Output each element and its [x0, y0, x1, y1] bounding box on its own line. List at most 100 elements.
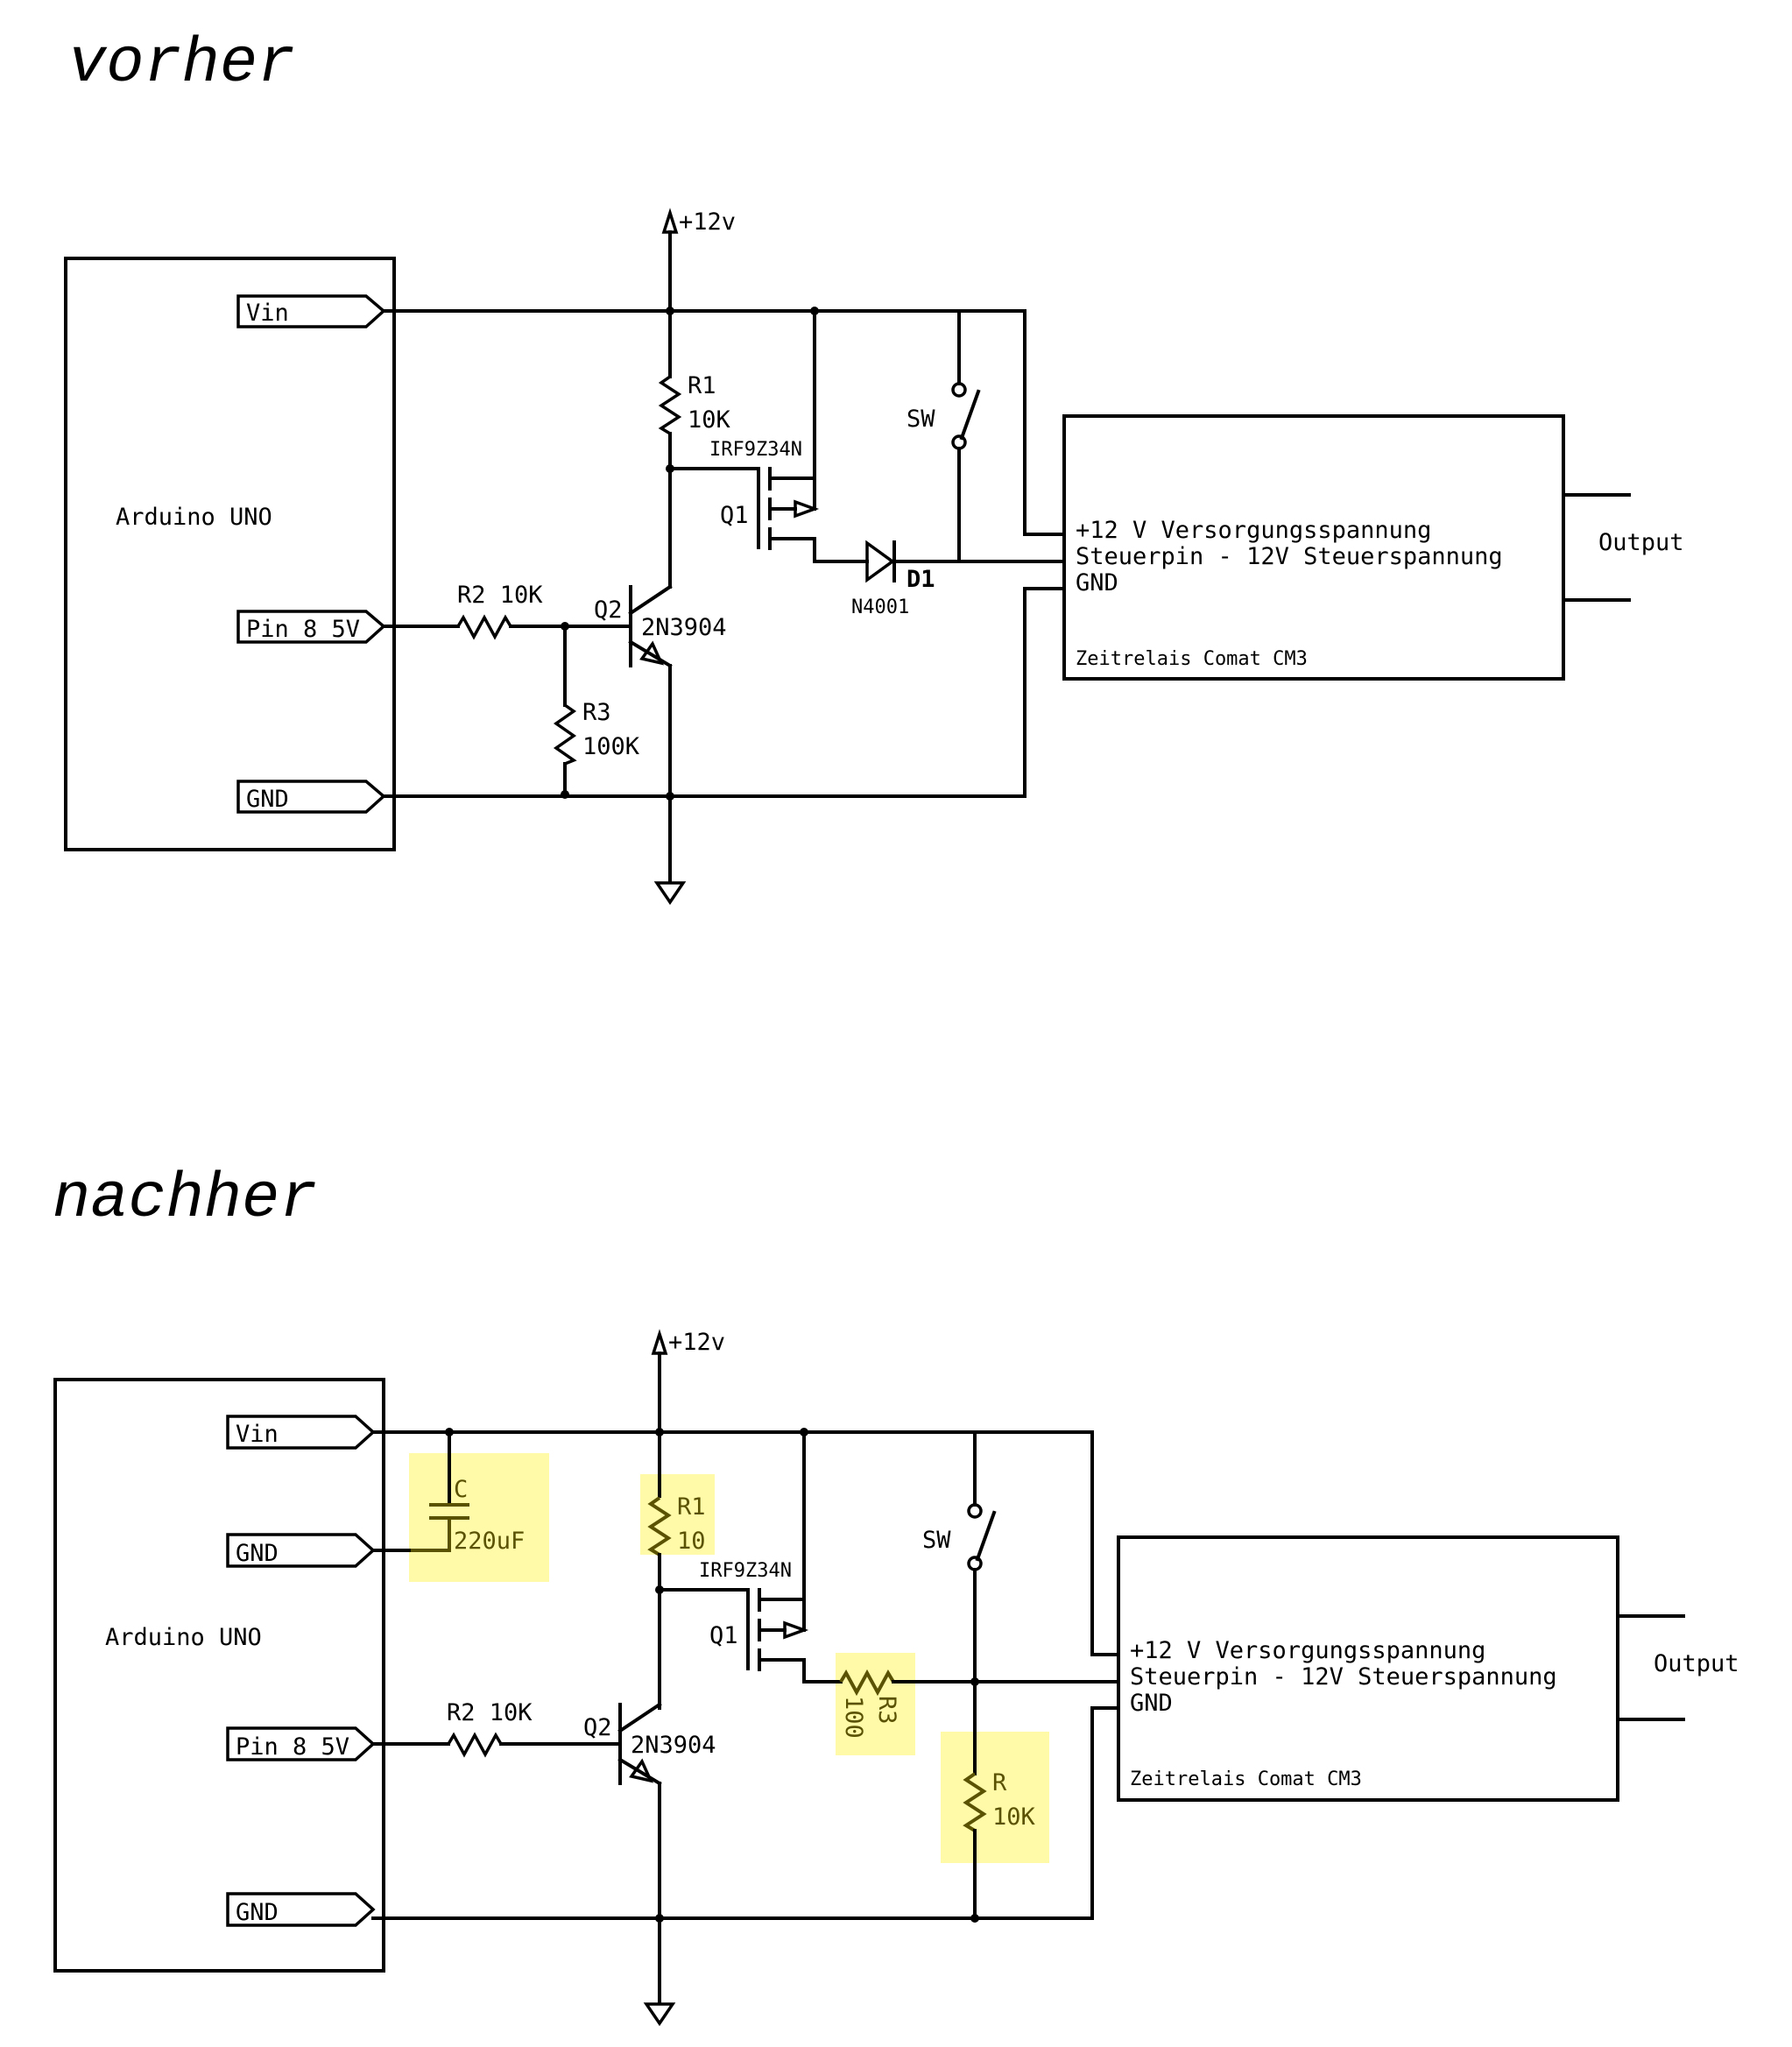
- arduino-box: [53, 1378, 385, 1973]
- sw-label: SW: [922, 1527, 951, 1554]
- relay-box: [1062, 414, 1565, 681]
- port-vin-label: Vin: [236, 1421, 279, 1448]
- ground-icon: [653, 881, 687, 906]
- switch-contact: [967, 1503, 983, 1519]
- ground-icon: [643, 2002, 676, 2027]
- q1-gate: [668, 467, 760, 549]
- schematic-after: nachher Arduino UNO Vin GND Pin 8 5V GND…: [53, 1163, 1739, 2027]
- relay-line-2: Steuerpin - 12V Steuerspannung: [1130, 1663, 1557, 1691]
- supply-label: +12v: [668, 1329, 725, 1356]
- port-pin8-label: Pin 8 5V: [236, 1733, 349, 1761]
- junction: [970, 1914, 979, 1923]
- q1-arrow-icon: [783, 1620, 809, 1640]
- supply-label: +12v: [679, 208, 736, 236]
- supply-arrow-icon: [651, 1329, 668, 1355]
- sw-label: SW: [907, 406, 935, 433]
- q1-arrow-icon: [794, 499, 820, 519]
- switch-lever: [959, 389, 981, 441]
- r-name: R: [992, 1769, 1007, 1796]
- port-pin8: [226, 1726, 376, 1761]
- q1-drain-wire: [768, 537, 869, 563]
- q2-collector: [617, 1702, 662, 1733]
- resistor-r3: [553, 703, 577, 766]
- highlight-r1: [640, 1474, 715, 1555]
- output-label: Output: [1598, 529, 1684, 556]
- wire-relay-gnd: [1023, 587, 1066, 798]
- switch-contact: [951, 382, 967, 398]
- q2-emitter: [617, 1757, 662, 1786]
- q1-drain-wire: [758, 1658, 843, 1683]
- schematic-before: vorher Arduino UNO Vin Pin 8 5V GND +12v…: [64, 28, 1684, 906]
- relay-line-1: +12 V Versorgungsspannung: [1130, 1637, 1485, 1664]
- diode-d1-icon: [865, 540, 895, 583]
- arduino-box: [64, 257, 396, 851]
- port-pin8-label: Pin 8 5V: [246, 616, 360, 643]
- wire-relay-gnd: [1090, 1706, 1120, 1920]
- r3-value: 100K: [582, 733, 640, 760]
- highlight-r: [941, 1732, 1049, 1863]
- r3-name: R3: [873, 1696, 900, 1725]
- q1-name: Q1: [720, 502, 749, 529]
- section-title-after: nachher: [53, 1163, 317, 1235]
- wire-relay-supply: [1090, 1430, 1120, 1656]
- wire-relay-supply: [1023, 309, 1066, 536]
- q1-part: IRF9Z34N: [709, 439, 802, 461]
- r3-name: R3: [582, 699, 611, 726]
- resistor-r: [963, 1772, 987, 1832]
- d1-name: D1: [907, 566, 935, 593]
- port-vin: [226, 1415, 376, 1450]
- r3-value: 100: [840, 1696, 867, 1739]
- port-gnd: [226, 1892, 376, 1927]
- relay-name: Zeitrelais Comat CM3: [1130, 1768, 1362, 1790]
- wire: [409, 1518, 451, 1552]
- c-value: 220uF: [454, 1528, 525, 1555]
- supply-arrow-icon: [661, 208, 679, 234]
- output-label: Output: [1654, 1650, 1739, 1677]
- resistor-r3: [839, 1669, 895, 1697]
- r2-label: R2 10K: [457, 582, 543, 609]
- q1-name: Q1: [709, 1622, 738, 1649]
- c-name: C: [454, 1476, 468, 1503]
- q2-arrow-icon: [639, 640, 665, 666]
- resistor-r2: [447, 1732, 503, 1758]
- relay-line-3: GND: [1130, 1690, 1173, 1717]
- r2-name: R2: [457, 582, 486, 609]
- r1-value: 10K: [688, 406, 731, 434]
- resistor-r2: [456, 614, 512, 640]
- r1-value: 10: [677, 1528, 706, 1555]
- resistor-r1: [647, 1496, 672, 1556]
- port-gnd-label: GND: [236, 1899, 279, 1926]
- relay-line-3: GND: [1076, 569, 1118, 596]
- r2-value: 10K: [490, 1699, 533, 1726]
- r-value: 10K: [992, 1803, 1036, 1831]
- r2-label: R2 10K: [447, 1699, 533, 1726]
- highlight-r3: [836, 1653, 915, 1755]
- port-vin-label: Vin: [246, 300, 289, 327]
- port-gnd-label: GND: [246, 786, 289, 813]
- port-pin8: [236, 610, 386, 644]
- switch-contact: [951, 434, 967, 450]
- q2-part: 2N3904: [641, 614, 727, 641]
- relay-line-2: Steuerpin - 12V Steuerspannung: [1076, 543, 1503, 570]
- section-title-before: vorher: [68, 28, 295, 100]
- relay-name: Zeitrelais Comat CM3: [1076, 648, 1308, 670]
- q2-part: 2N3904: [631, 1732, 716, 1759]
- r1-name: R1: [677, 1493, 706, 1521]
- r2-name: R2: [447, 1699, 476, 1726]
- resistor-r1: [658, 375, 682, 435]
- q2-collector: [628, 584, 673, 616]
- arduino-label: Arduino UNO: [116, 504, 272, 531]
- port-gnd-cap-label: GND: [236, 1540, 279, 1567]
- r1-name: R1: [688, 372, 716, 399]
- port-gnd: [236, 780, 386, 814]
- junction: [655, 1914, 664, 1923]
- q2-arrow-icon: [629, 1758, 654, 1783]
- q1-part: IRF9Z34N: [699, 1560, 792, 1582]
- relay-box: [1117, 1535, 1619, 1802]
- switch-lever: [975, 1510, 997, 1562]
- q1-gate: [658, 1588, 750, 1670]
- relay-line-1: +12 V Versorgungsspannung: [1076, 517, 1431, 544]
- arduino-label: Arduino UNO: [105, 1624, 262, 1651]
- d1-part: N4001: [851, 596, 909, 618]
